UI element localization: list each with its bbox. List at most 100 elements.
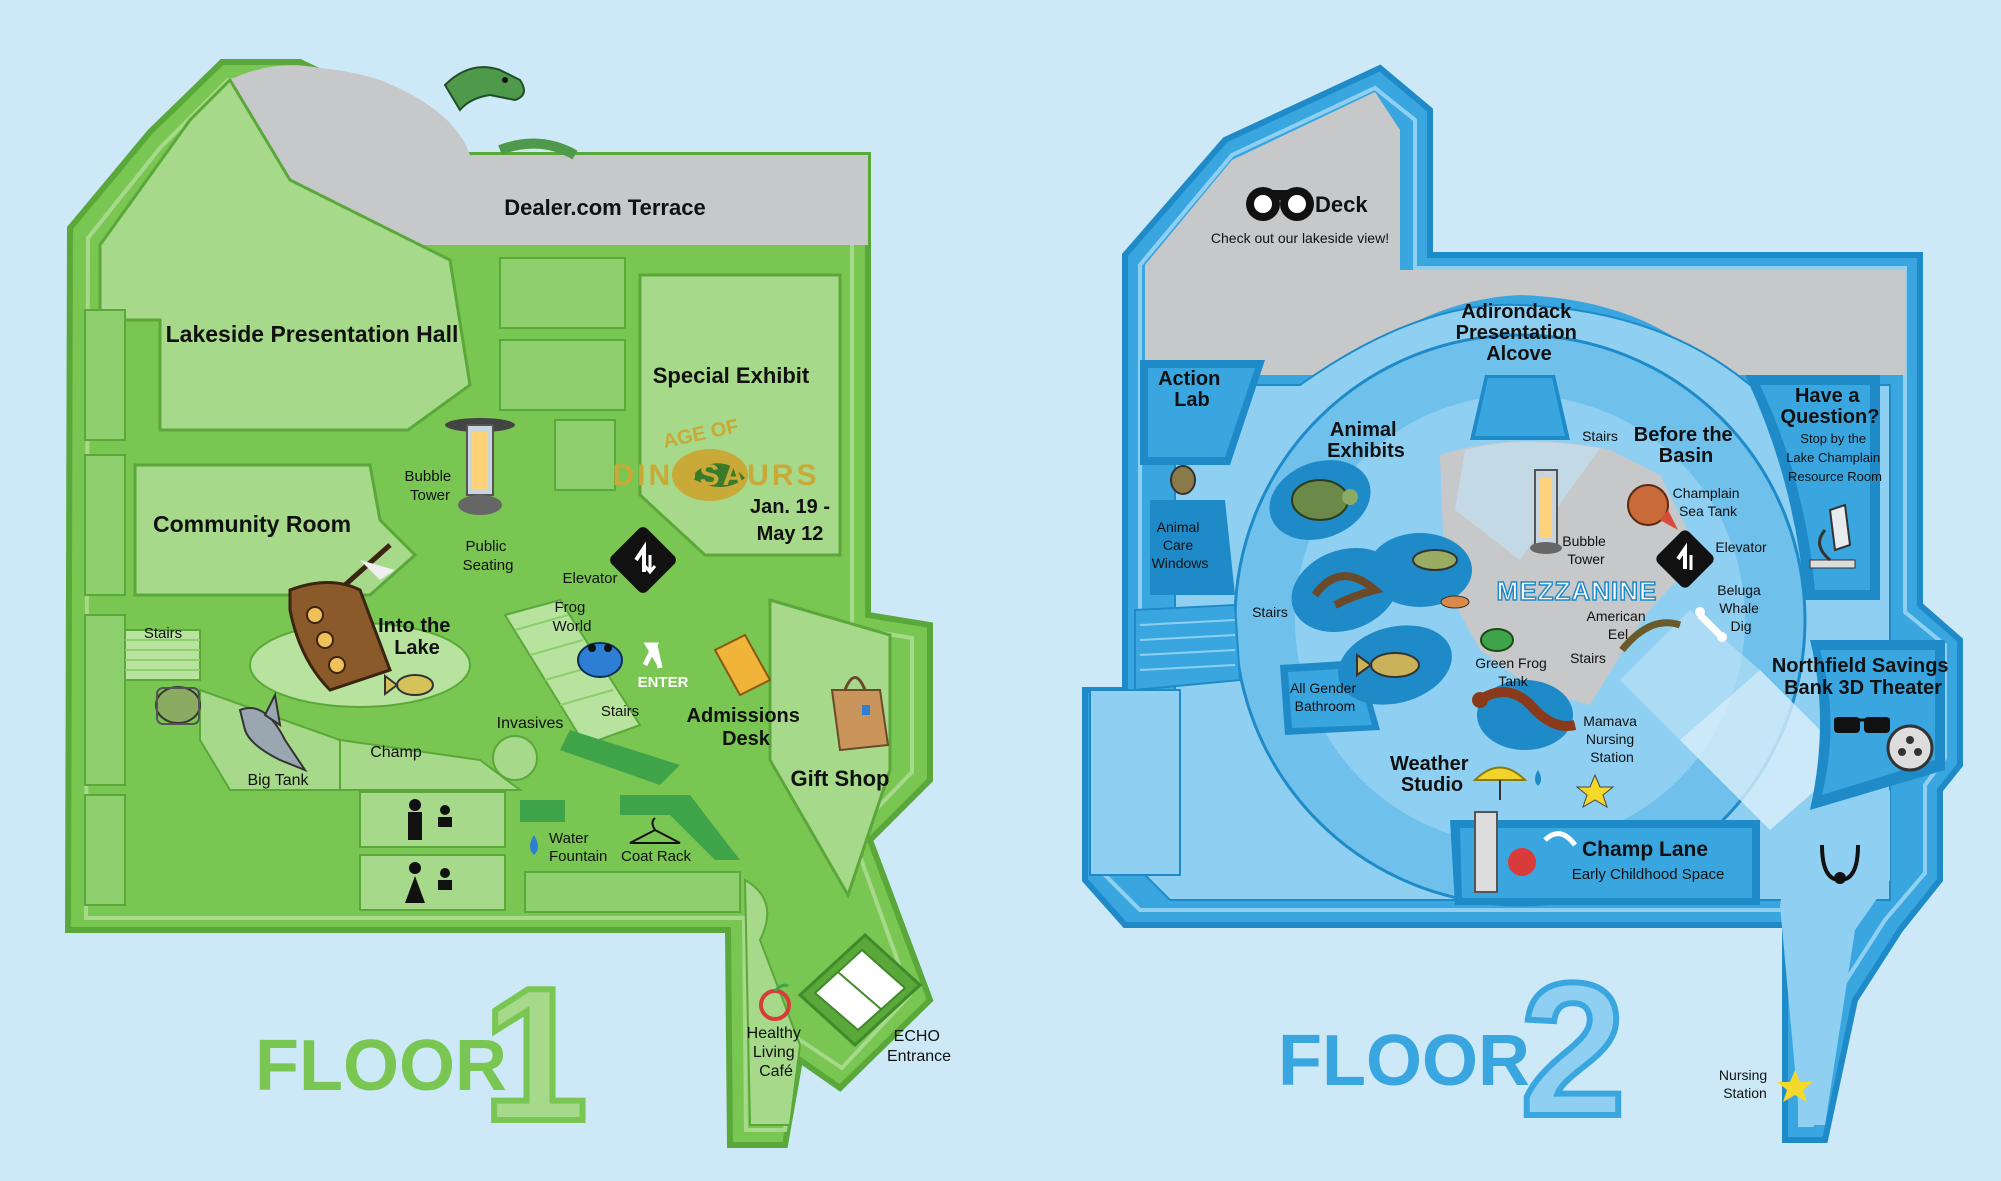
shark-icon	[238, 691, 308, 773]
restroom-men-icon	[408, 799, 452, 840]
star-icon	[1777, 1070, 1813, 1102]
elevator-icon[interactable]	[608, 525, 679, 596]
floor1-heading-word: FLOOR	[255, 1026, 507, 1106]
restroom-women-icon	[405, 862, 452, 903]
floor2-heading-word: FLOOR	[1278, 1021, 1530, 1101]
mezzanine-label: MEZZANINE	[1497, 576, 1658, 606]
film-reel-icon	[1886, 724, 1934, 772]
enter-arrow-icon[interactable]	[642, 642, 663, 669]
fish-icon	[1440, 595, 1470, 609]
stairs-mid-label: Stairs	[1570, 650, 1606, 666]
lakeside-hall-label: Lakeside Presentation Hall	[166, 321, 459, 347]
animal-exhibits-label: Animal Exhibits	[1327, 419, 1405, 462]
champlain-sea-label: Champlain Sea Tank	[1673, 485, 1744, 519]
mamava-label: Mamava Nursing Station	[1583, 713, 1641, 765]
dino-dates-1: Jan. 19 -	[750, 496, 830, 518]
stairs-center-label: Stairs	[601, 703, 639, 720]
coat-rack-label: Coat Rack	[621, 848, 692, 865]
dealer-terrace-label: Dealer.com Terrace	[504, 195, 705, 220]
ticket-icon	[713, 633, 772, 697]
floor1-heading-number: 1	[482, 949, 588, 1161]
shipwreck-icon	[288, 543, 395, 692]
turtle-icon	[1170, 465, 1196, 495]
water-drop-icon	[530, 835, 538, 855]
healthy-cafe-label: Healthy Living Café	[747, 1025, 806, 1080]
dino-logo-bottom: DINOSAURS	[612, 459, 819, 492]
champ-lane-label: Champ Lane	[1582, 838, 1708, 861]
binoculars-icon	[1246, 187, 1314, 221]
floor2-heading-number: 2	[1520, 944, 1626, 1156]
turtle-icon	[1291, 479, 1358, 521]
eel-icon	[1619, 619, 1682, 653]
apple-icon	[759, 983, 791, 1021]
elevator-label: Elevator	[562, 570, 617, 587]
elevator-label: Elevator	[1715, 539, 1767, 555]
have-question-sub-label: Stop by the Lake Champlain Resource Room	[1786, 431, 1884, 484]
community-room[interactable]	[133, 463, 418, 597]
frog-icon	[577, 642, 623, 678]
echo-entrance-label: ECHO Entrance	[887, 1028, 951, 1065]
floor2-map: Deck Check out our lakeside view! Adiron…	[1082, 64, 1963, 1159]
lizard-icon	[1472, 687, 1577, 731]
sea-serpent-icon	[443, 66, 578, 160]
frog-icon	[1480, 628, 1514, 652]
champ-label: Champ	[370, 744, 422, 761]
invasives-label: Invasives	[497, 715, 564, 732]
deck-label: Deck	[1315, 192, 1368, 217]
turtle-icon	[1412, 549, 1458, 571]
fish-icon	[1356, 652, 1420, 678]
enter-label: ENTER	[638, 674, 689, 691]
deck-sub-label: Check out our lakeside view!	[1211, 230, 1389, 246]
lakeside-hall[interactable]	[98, 77, 472, 432]
gift-shop[interactable]	[768, 598, 892, 899]
northfield-label: Northfield Savings Bank 3D Theater	[1772, 655, 1954, 699]
bubble-tower-icon	[1530, 469, 1562, 554]
big-tank-label: Big Tank	[247, 772, 309, 789]
animal-care-windows[interactable]	[1150, 500, 1235, 595]
nursing-station-label: Nursing Station	[1719, 1067, 1771, 1101]
all-gender-label: All Gender Bathroom	[1290, 680, 1360, 714]
gift-shop-label: Gift Shop	[791, 766, 890, 791]
elevator-icon[interactable]	[1654, 528, 1716, 590]
public-seating-label: Public Seating	[463, 538, 514, 574]
action-lab-label: Action Lab	[1158, 368, 1226, 411]
dinosaurs-logo	[672, 449, 748, 501]
shopping-bag-icon	[830, 676, 890, 752]
mens-restroom[interactable]	[359, 791, 506, 848]
community-room-label: Community Room	[153, 511, 351, 537]
frog-world-label: Frog World	[553, 599, 592, 635]
champ-lane-icon	[1474, 811, 1577, 893]
bubble-tower-label: Bubble Tower	[1562, 533, 1609, 567]
shell-icon	[1627, 484, 1678, 530]
floor1-map: Dealer.com Terrace Lakeside Presentation…	[64, 59, 951, 1164]
3d-glasses-icon	[1834, 717, 1890, 733]
star-icon	[1575, 773, 1615, 809]
bubble-tower-icon	[445, 418, 515, 515]
eel-icon	[1311, 572, 1384, 609]
adirondack-label: Adirondack Presentation Alcove	[1456, 301, 1583, 365]
bubble-tower-label: Bubble Tower	[405, 468, 456, 504]
into-the-lake-label: Into the Lake	[378, 615, 456, 659]
american-eel-label: American Eel	[1586, 608, 1649, 642]
beluga-label: Beluga Whale Dig	[1717, 582, 1764, 634]
umbrella-icon	[1472, 766, 1528, 800]
stairs-left-label: Stairs	[1252, 604, 1288, 620]
have-question-label: Have a Question?	[1781, 385, 1880, 428]
water-drop-icon	[1535, 770, 1541, 786]
stairs-top-label: Stairs	[1582, 428, 1618, 444]
microscope-icon	[1809, 503, 1856, 569]
before-basin-label: Before the Basin	[1634, 424, 1738, 467]
champ-lane-sub-label: Early Childhood Space	[1572, 866, 1725, 883]
fish-icon	[384, 674, 434, 696]
special-exhibit-label: Special Exhibit	[653, 363, 810, 388]
weather-studio-label: Weather Studio	[1390, 753, 1474, 796]
stethoscope-icon	[1820, 844, 1860, 884]
echo-entrance-doors[interactable]	[797, 932, 923, 1048]
womens-restroom[interactable]	[359, 854, 506, 911]
turtle-icon	[155, 686, 201, 725]
coat-hanger-icon	[629, 817, 681, 844]
bone-icon	[1695, 607, 1727, 642]
animal-care-label: Animal Care Windows	[1152, 519, 1209, 571]
stairs-left-label: Stairs	[144, 625, 182, 642]
